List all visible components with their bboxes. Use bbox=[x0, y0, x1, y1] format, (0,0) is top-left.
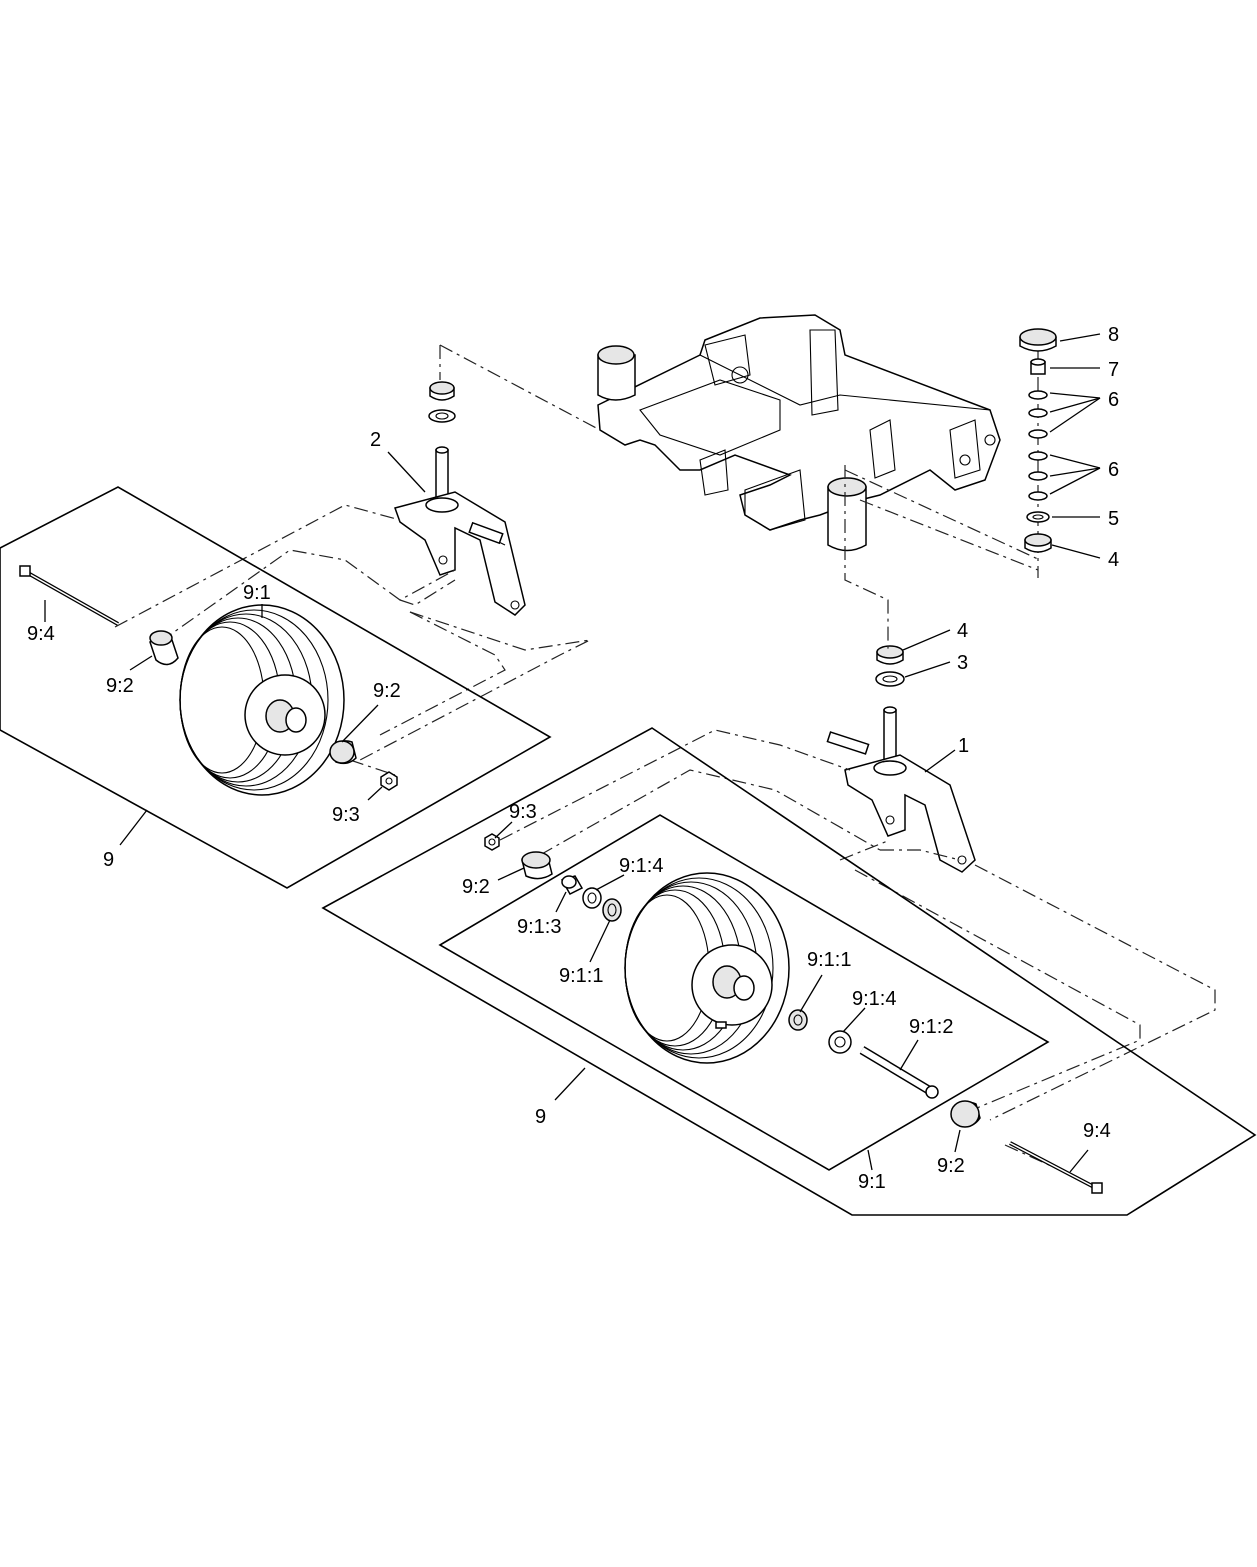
callout-2: 2 bbox=[370, 429, 381, 451]
spacer-9-2-left-a bbox=[149, 630, 179, 666]
wheel-9-1-left bbox=[179, 604, 345, 796]
spacer-9-2-right-b bbox=[950, 1100, 981, 1128]
chassis-frame bbox=[597, 314, 1001, 552]
callout-9-4-left: 9:4 bbox=[27, 623, 55, 645]
callout-9-1-3: 9:1:3 bbox=[517, 916, 561, 938]
spacer-9-2-left-b bbox=[329, 740, 357, 765]
leader-lines bbox=[44, 333, 1101, 1173]
callout-9-1-2: 9:1:2 bbox=[909, 1016, 953, 1038]
callout-9-1-1-a: 9:1:1 bbox=[559, 965, 603, 987]
callout-4-upper: 4 bbox=[1108, 549, 1119, 571]
callout-9-4-right: 9:4 bbox=[1083, 1120, 1111, 1142]
callout-9-1-4-a: 9:1:4 bbox=[619, 855, 663, 877]
assembly-outline-9-right bbox=[321, 727, 1257, 1216]
callout-9-1-right: 9:1 bbox=[858, 1171, 886, 1193]
phantom-lines bbox=[114, 344, 1216, 1171]
callout-9-2-left-b: 9:2 bbox=[373, 680, 401, 702]
spacer-tube-9-1-2 bbox=[859, 1046, 939, 1099]
callout-9-1-left: 9:1 bbox=[243, 582, 271, 604]
callout-labels: 8 7 6 6 5 4 4 3 1 2 9:1 9:4 9:2 9:2 9:3 … bbox=[27, 324, 1119, 1193]
callout-9-2-right-a: 9:2 bbox=[462, 876, 490, 898]
callout-8: 8 bbox=[1108, 324, 1119, 346]
callout-5: 5 bbox=[1108, 508, 1119, 530]
callout-9-right: 9 bbox=[535, 1106, 546, 1128]
axle-bolt-9-4-right bbox=[1009, 1141, 1103, 1194]
fork2-bearing-set bbox=[428, 381, 456, 423]
assembly-outline-9-1-right bbox=[438, 814, 1050, 1171]
callout-9-1-4-b: 9:1:4 bbox=[852, 988, 896, 1010]
spacer-9-2-right-a bbox=[521, 851, 553, 880]
callout-6-upper: 6 bbox=[1108, 389, 1119, 411]
caster-fork-1 bbox=[826, 706, 976, 873]
callout-4-lower: 4 bbox=[957, 620, 968, 642]
assembly-outline-9-left bbox=[0, 486, 552, 889]
callout-9-3-right: 9:3 bbox=[509, 801, 537, 823]
fork1-bearing-set bbox=[875, 645, 905, 687]
callout-6-lower: 6 bbox=[1108, 459, 1119, 481]
seal-9-1-4-b bbox=[828, 1030, 852, 1054]
callout-7: 7 bbox=[1108, 359, 1119, 381]
seal-9-1-4-a bbox=[582, 887, 602, 909]
axle-bolt-9-4-left bbox=[19, 565, 119, 626]
callout-9-left: 9 bbox=[103, 849, 114, 871]
bearing-9-1-1-a bbox=[602, 898, 622, 922]
callout-3: 3 bbox=[957, 652, 968, 674]
wheel-9-1-right bbox=[624, 872, 790, 1064]
callout-9-2-left-a: 9:2 bbox=[106, 675, 134, 697]
callout-9-1-1-b: 9:1:1 bbox=[807, 949, 851, 971]
callout-9-2-right-b: 9:2 bbox=[937, 1155, 965, 1177]
bearing-9-1-1-b bbox=[788, 1009, 808, 1031]
hardware-stack bbox=[1019, 328, 1057, 578]
callout-1: 1 bbox=[958, 735, 969, 757]
nut-9-3-left bbox=[380, 771, 398, 791]
callout-9-3-left: 9:3 bbox=[332, 804, 360, 826]
caster-fork-2 bbox=[394, 446, 526, 616]
spacer-9-1-3 bbox=[560, 875, 584, 895]
